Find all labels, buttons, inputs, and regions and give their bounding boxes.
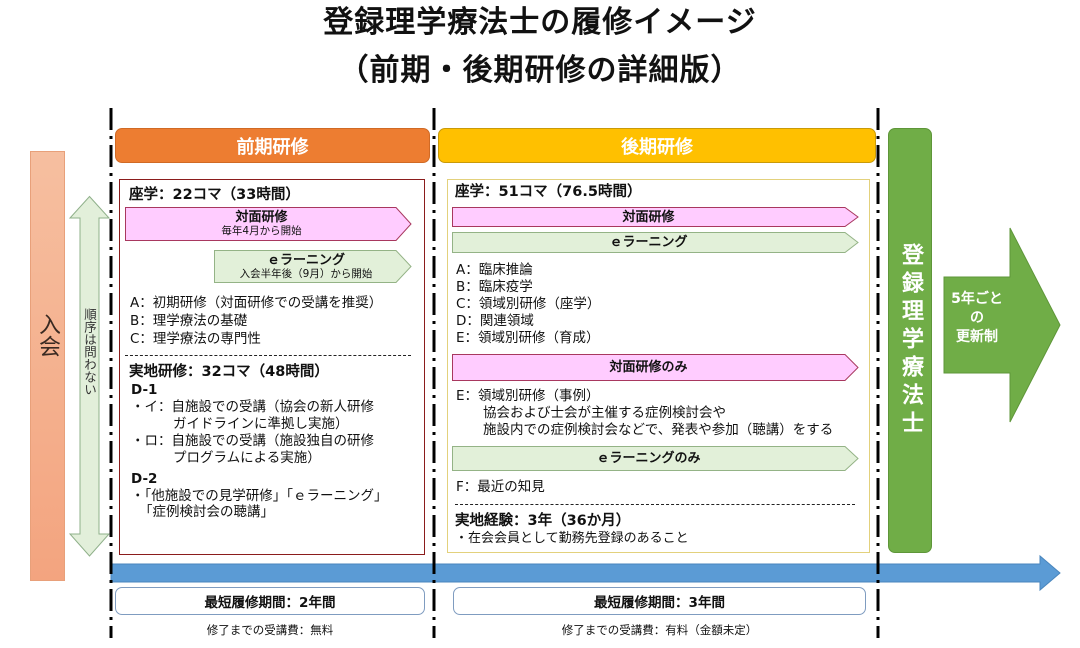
late-duration-box: 最短履修期間：3年間 <box>453 587 866 615</box>
late-classroom-item: A：臨床推論 <box>456 262 533 278</box>
early-training-panel <box>119 179 425 555</box>
early-d2-item: ・「他施設での見学研修」「ｅラーニング」 <box>131 488 388 504</box>
early-classroom-item: A：初期研修（対面研修での受講を推奨） <box>130 295 383 311</box>
late-face-to-face-only-label: 対面研修のみ <box>609 360 688 375</box>
late-classroom-heading: 座学：51コマ（76.5時間） <box>455 184 642 200</box>
early-duration-box: 最短履修期間：2年間 <box>115 587 425 615</box>
late-classroom-item: C：領域別研修（座学） <box>456 296 601 312</box>
early-d1-item: ・ロ：自施設での受講（施設独自の研修 <box>131 433 374 449</box>
renewal-line: 更新制 <box>956 329 998 345</box>
early-training-header: 前期研修 <box>115 128 430 163</box>
renewal-line: 5年ごと <box>951 291 1003 307</box>
registered-pt-bar <box>888 128 932 553</box>
late-face-only-item: E：領域別研修（事例） <box>456 388 600 404</box>
early-classroom-item: C：理学療法の専門性 <box>130 331 261 347</box>
late-face-to-face-only-arrow: 対面研修のみ <box>452 354 859 381</box>
early-d1-item: ・イ：自施設での受講（協会の新人研修 <box>131 399 374 415</box>
late-classroom-item: E：領域別研修（育成） <box>456 330 600 346</box>
late-fee: 修了までの受講費：有料（金額未定） <box>561 623 758 637</box>
early-face-to-face-arrow: 対面研修 毎年4月から開始 <box>125 207 412 241</box>
late-face-only-detail: 協会および士会が主催する症例検討会や <box>483 405 726 421</box>
early-d2-label: D-2 <box>131 471 158 487</box>
early-divider <box>125 355 411 356</box>
timeline-arrow-icon <box>110 554 1061 592</box>
renewal-label: 5年ごと の 更新制 <box>944 290 1010 347</box>
late-face-to-face-label: 対面研修 <box>622 209 675 225</box>
early-d1-item-cont: プログラムによる実施） <box>173 450 321 466</box>
early-classroom-item: B：理学療法の基礎 <box>130 313 248 329</box>
early-elearning-arrow: ｅラーニング 入会半年後（9月）から開始 <box>214 250 412 283</box>
late-elearning-only-label: ｅラーニングのみ <box>596 451 701 466</box>
early-d1-item-cont: ガイドラインに準拠し実施） <box>173 416 349 432</box>
early-elearning-label: ｅラーニング <box>266 252 345 268</box>
early-fee: 修了までの受講費：無料 <box>206 623 334 637</box>
late-face-to-face-arrow: 対面研修 <box>452 207 859 227</box>
early-elearning-sub: 入会半年後（9月）から開始 <box>239 267 373 280</box>
late-elearning-only-arrow: ｅラーニングのみ <box>452 446 859 471</box>
order-note-label: 順序は問わない <box>82 308 97 396</box>
early-practical-heading: 実地研修：32コマ（48時間） <box>129 364 329 380</box>
late-elearning-only-item: F：最近の知見 <box>456 479 545 495</box>
early-face-to-face-sub: 毎年4月から開始 <box>221 225 302 237</box>
membership-label: 入会 <box>35 313 60 357</box>
early-classroom-heading: 座学：22コマ（33時間） <box>129 187 300 203</box>
late-classroom-item: B：臨床疫学 <box>456 279 533 295</box>
late-practical-item: ・在会会員として勤務先登録のあること <box>455 531 689 546</box>
early-d1-label: D-1 <box>131 382 158 398</box>
late-practical-heading: 実地経験：3年（36か月） <box>455 513 631 529</box>
late-classroom-item: D：関連領域 <box>456 313 534 329</box>
registered-pt-label: 登録理学療法士 <box>898 242 923 439</box>
early-d2-item-cont: 「症例検討会の聴講」 <box>139 504 274 520</box>
late-face-only-detail: 施設内での症例検討会などで、発表や参加（聴講）をする <box>483 422 834 438</box>
late-elearning-label: ｅラーニング <box>609 235 688 250</box>
page-subtitle: （前期・後期研修の詳細版） <box>338 53 742 88</box>
early-face-to-face-label: 対面研修 <box>235 210 288 225</box>
page-title: 登録理学療法士の履修イメージ <box>323 5 757 40</box>
late-training-header: 後期研修 <box>438 128 876 163</box>
late-divider <box>455 504 855 505</box>
late-elearning-arrow: ｅラーニング <box>452 232 859 253</box>
renewal-line: の <box>970 310 984 326</box>
